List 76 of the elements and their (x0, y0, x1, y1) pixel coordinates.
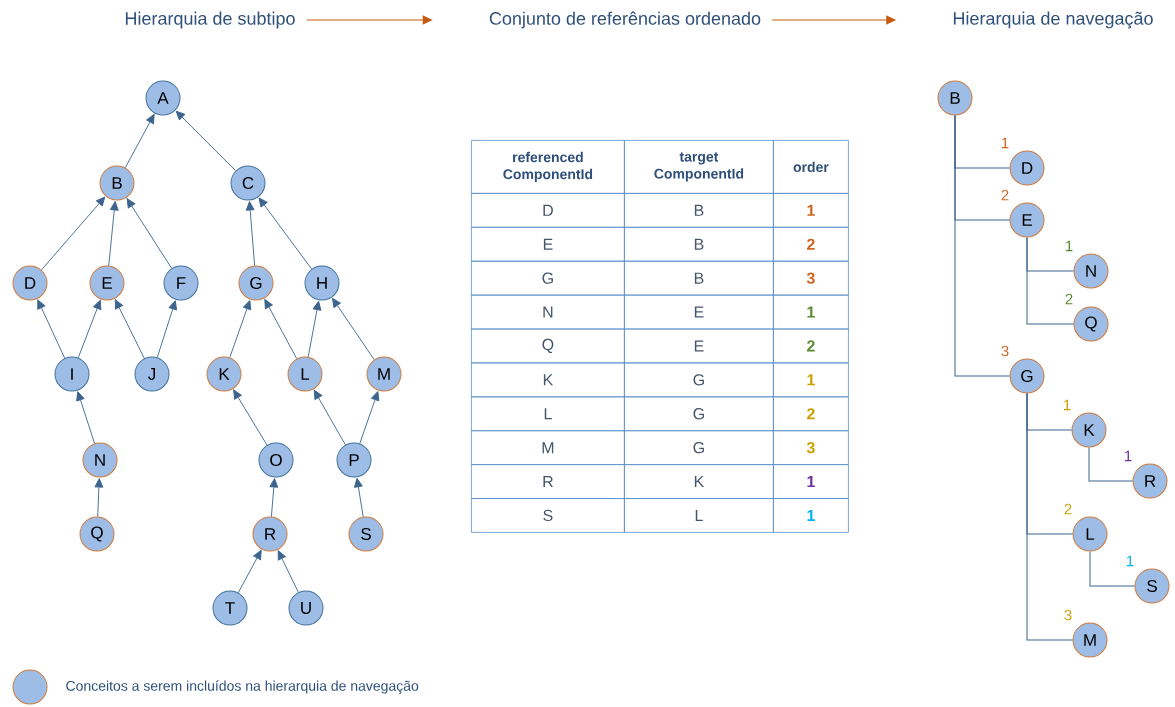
order-number: 2 (1065, 293, 1073, 305)
connector-line (954, 115, 1010, 377)
legend-text: Conceitos a serem incluídos na hierarquia de navegação (66, 680, 419, 694)
table-cell: E (624, 328, 774, 364)
table-cell: 1 (773, 498, 849, 533)
arrow (359, 391, 380, 444)
table-cell: B (624, 226, 774, 262)
table-cell: 2 (773, 328, 849, 364)
heading: Hierarquia de subtipo (125, 11, 295, 29)
table-cell: R (471, 464, 625, 499)
table-cell: 1 (773, 193, 849, 228)
arrow (269, 478, 279, 518)
table-header-cell: referenced ComponentId (471, 140, 625, 194)
arrow (94, 478, 104, 517)
table-cell: 3 (773, 260, 849, 296)
order-number: 1 (1064, 399, 1071, 411)
table-cell: B (624, 193, 774, 228)
arrow (124, 113, 155, 169)
table-cell: 2 (773, 226, 849, 262)
arrow (37, 299, 66, 359)
table-cell: L (471, 396, 625, 432)
connector-line (1089, 551, 1135, 587)
table-cell: 1 (773, 294, 849, 330)
order-number: 2 (1001, 189, 1009, 201)
arrow (229, 300, 252, 358)
arrow (258, 197, 313, 270)
table-cell: M (471, 430, 625, 465)
arrow (332, 297, 375, 360)
arrow (307, 300, 322, 358)
table-cell: 1 (773, 464, 849, 499)
table-header-cell: target ComponentId (624, 140, 774, 194)
arrow (354, 477, 364, 518)
heading: Conjunto de referências ordenado (489, 11, 761, 29)
arrow (175, 110, 237, 172)
order-number: 3 (1001, 345, 1009, 357)
table-cell: G (624, 396, 774, 432)
arrow (264, 298, 298, 360)
arrow (313, 389, 346, 446)
arrow (233, 389, 268, 446)
table-cell: S (471, 498, 625, 533)
arrow (77, 299, 102, 359)
arrow (114, 299, 145, 359)
table-header-cell: order (773, 140, 849, 194)
arrow (41, 196, 106, 271)
order-number: 3 (1064, 609, 1072, 621)
arrow (76, 391, 96, 444)
connector-line (1026, 237, 1074, 325)
order-number: 1 (1066, 240, 1073, 252)
table-cell: B (624, 260, 774, 296)
order-number: 1 (1002, 137, 1009, 149)
arrow (156, 300, 177, 358)
table-cell: N (471, 294, 625, 330)
arrow (108, 201, 119, 267)
arrow (277, 550, 299, 593)
table-cell: G (624, 362, 774, 398)
connector-line (1088, 447, 1133, 482)
heading: Hierarquia de navegação (953, 11, 1153, 29)
table-cell: D (471, 193, 625, 228)
table-cell: 3 (773, 430, 849, 465)
order-number: 1 (1125, 450, 1132, 462)
table-cell: 2 (773, 396, 849, 432)
table-cell: Q (471, 328, 625, 364)
table-cell: G (471, 260, 625, 296)
table-cell: L (624, 498, 774, 533)
table-cell: K (471, 362, 625, 398)
table-cell: E (624, 294, 774, 330)
table-cell: G (624, 430, 774, 465)
arrow (245, 201, 256, 266)
table-cell: 1 (773, 362, 849, 398)
table-cell: K (624, 464, 774, 499)
table-cell: E (471, 226, 625, 262)
order-number: 2 (1064, 503, 1072, 515)
order-number: 1 (1127, 555, 1134, 567)
arrow (126, 198, 172, 269)
connector-line (1026, 393, 1073, 641)
arrow (237, 549, 262, 594)
